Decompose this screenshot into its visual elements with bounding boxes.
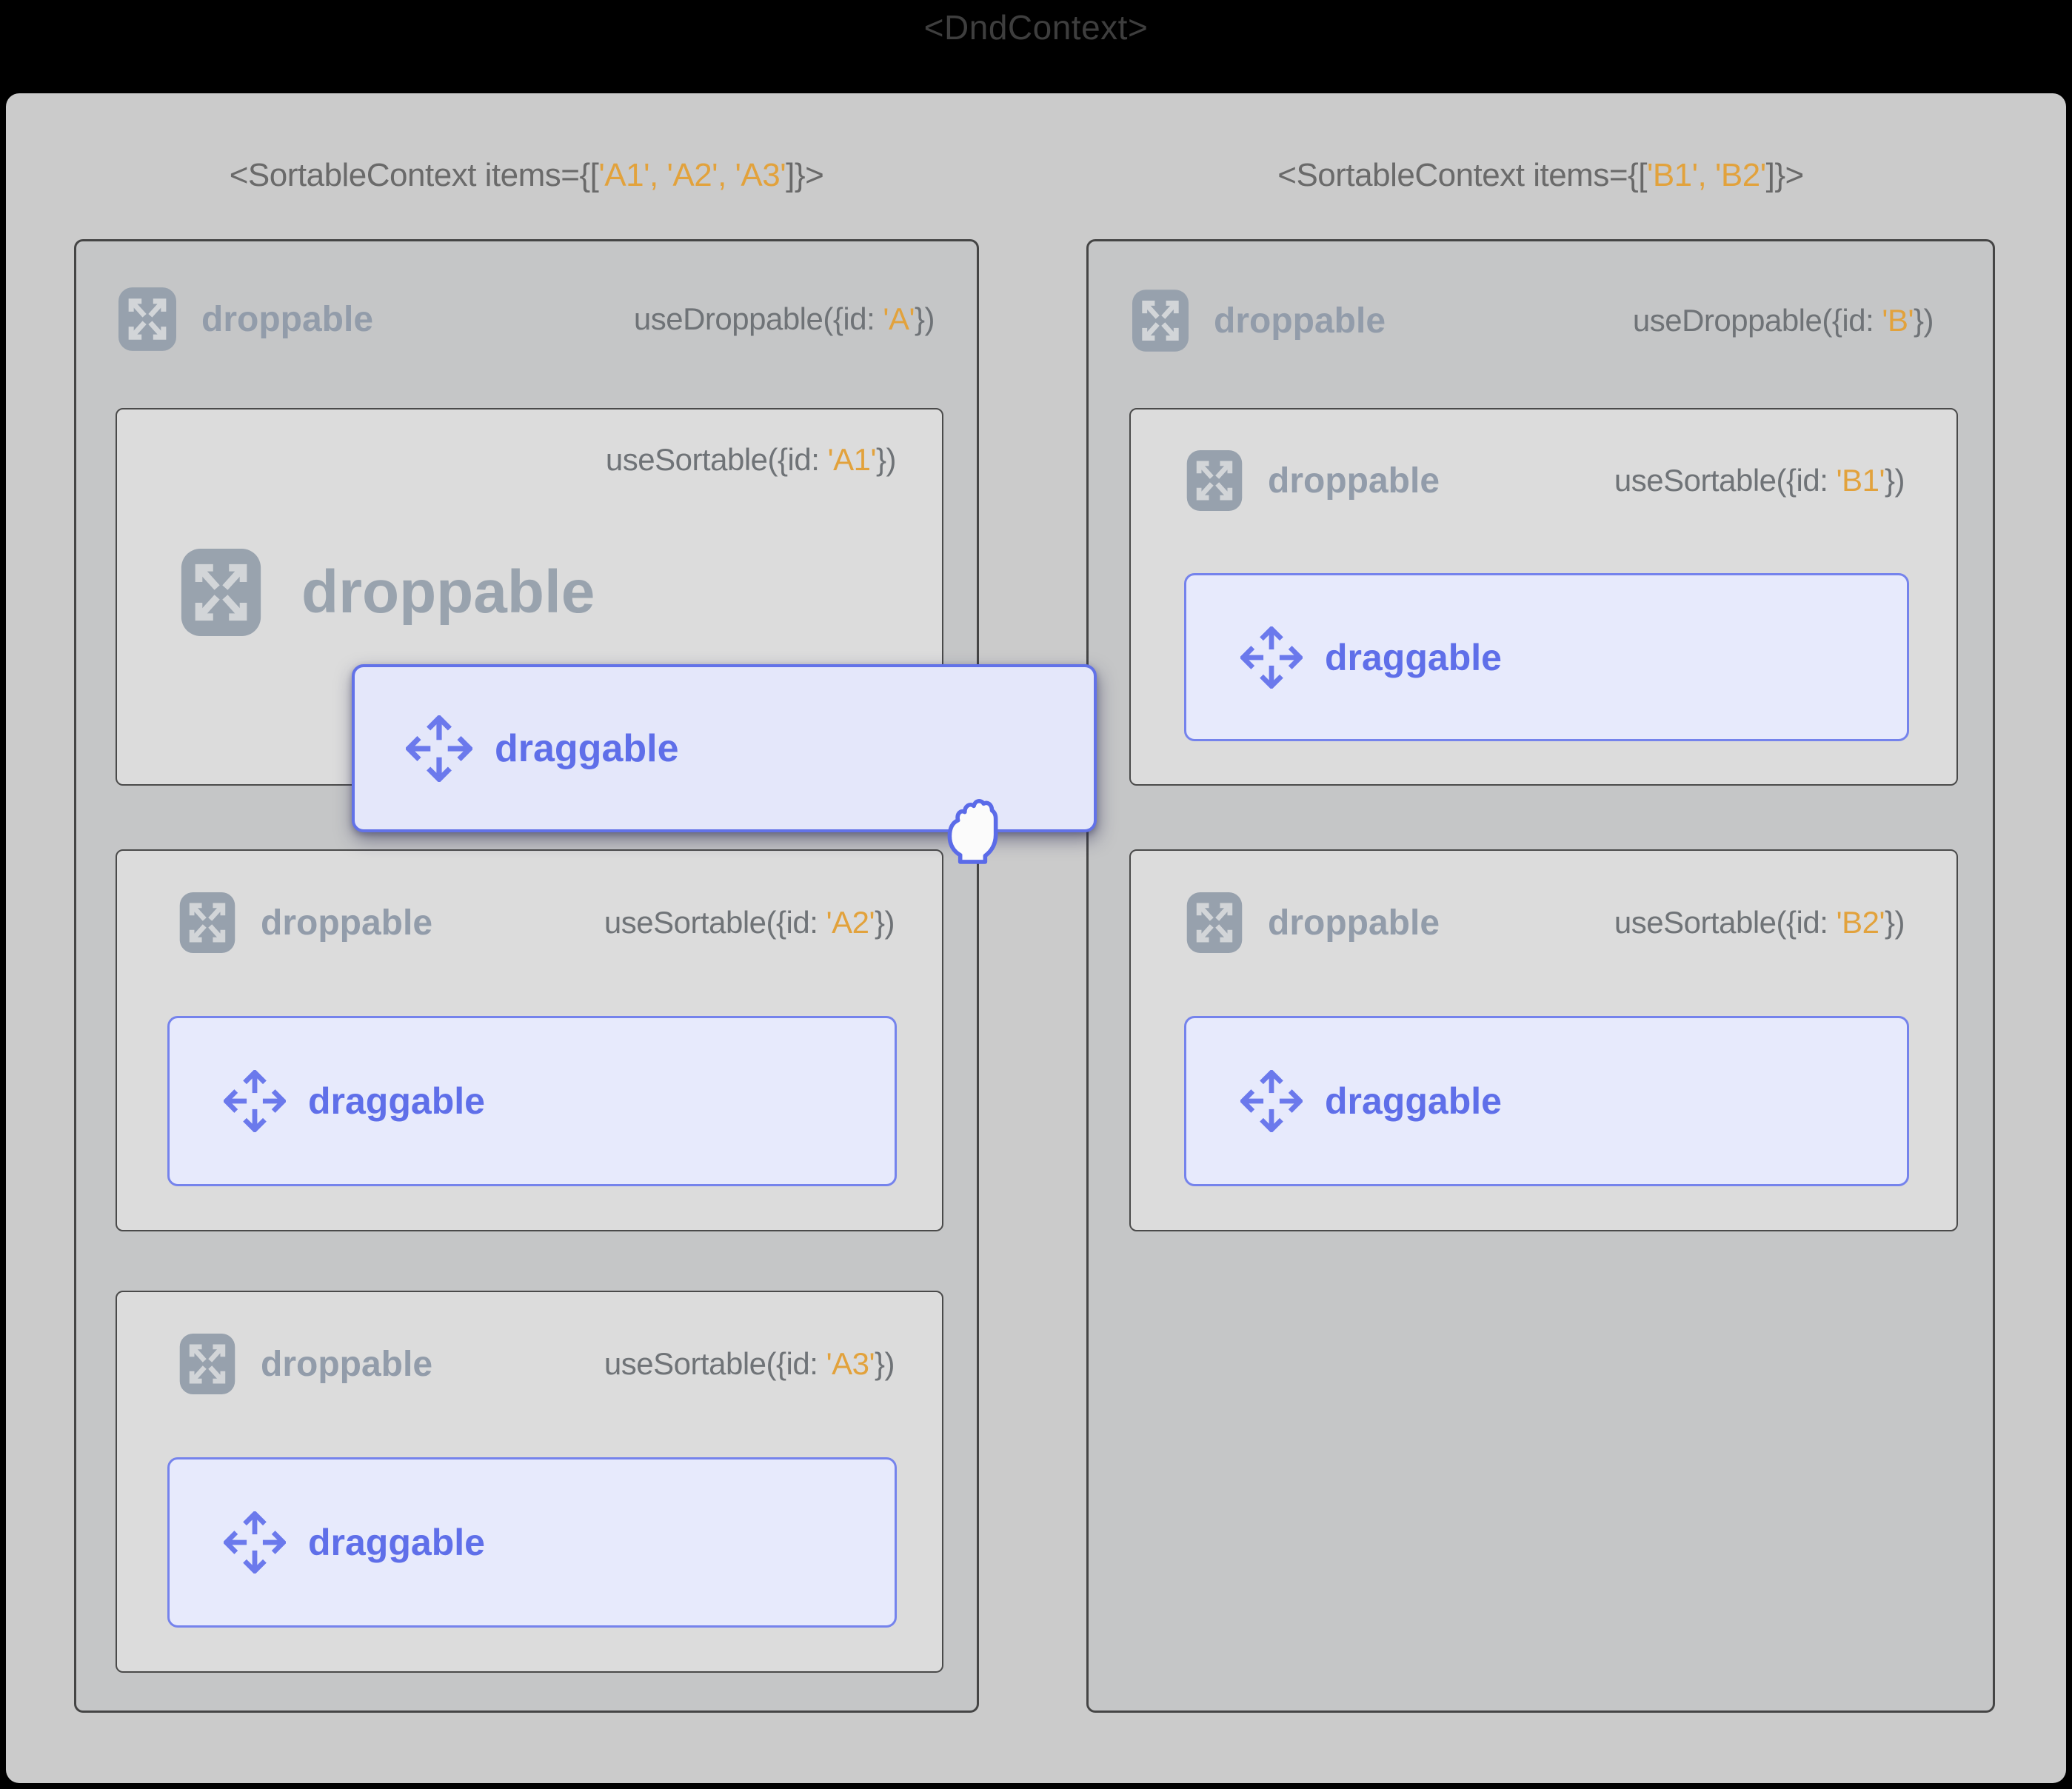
- code-text: ]}>: [786, 157, 824, 193]
- use-sortable-hook-b1: useSortable({id: 'B1'}): [1614, 463, 1905, 498]
- draggable-b1[interactable]: draggable: [1184, 573, 1909, 741]
- draggable-a2[interactable]: draggable: [167, 1016, 897, 1186]
- droppable-label-large: droppable: [301, 558, 595, 626]
- droppable-expand-icon: [179, 1334, 235, 1394]
- use-sortable-hook-a3: useSortable({id: 'A3'}): [604, 1346, 895, 1381]
- draggable-label: draggable: [1325, 636, 1502, 678]
- dnd-context-title: <DndContext>: [923, 8, 1149, 47]
- droppable-a1-placeholder: droppable: [175, 549, 595, 636]
- droppable-expand-icon: [118, 287, 176, 351]
- droppable-expand-icon: [1186, 892, 1243, 953]
- move-arrows-icon: [1240, 626, 1303, 689]
- droppable-label: droppable: [261, 1344, 433, 1384]
- draggable-a3[interactable]: draggable: [167, 1457, 897, 1628]
- code-string: 'B1', 'B2': [1646, 157, 1766, 193]
- use-droppable-hook: useDroppable({id: 'B'}): [1632, 303, 1934, 338]
- grabbing-hand-cursor: [942, 792, 1003, 864]
- droppable-label: droppable: [1268, 461, 1440, 501]
- move-arrows-icon: [406, 715, 472, 782]
- sortable-b2-header: droppable useSortable({id: 'B2'}): [1186, 892, 1905, 953]
- droppable-b-header: droppable useDroppable({id: 'B'}): [1132, 289, 1934, 352]
- use-sortable-hook-a1: useSortable({id: 'A1'}): [605, 442, 897, 477]
- droppable-expand-icon: [1132, 289, 1189, 352]
- sortable-item-a3[interactable]: droppable useSortable({id: 'A3'}) dragga…: [116, 1291, 943, 1673]
- droppable-container-b: droppable useDroppable({id: 'B'}) droppa…: [1086, 239, 1995, 1713]
- code-text: <SortableContext items={[: [1277, 157, 1647, 193]
- draggable-label: draggable: [308, 1080, 485, 1122]
- droppable-label: droppable: [1268, 903, 1440, 943]
- sortable-b1-header: droppable useSortable({id: 'B1'}): [1186, 450, 1905, 511]
- droppable-label: droppable: [201, 299, 374, 339]
- sortable-context-a-header: <SortableContext items={['A1', 'A2', 'A3…: [74, 157, 979, 194]
- sortable-item-b1[interactable]: droppable useSortable({id: 'B1'}) dragga…: [1129, 408, 1958, 786]
- sortable-context-b-header: <SortableContext items={['B1', 'B2']}>: [1086, 157, 1995, 194]
- sortable-a3-header: droppable useSortable({id: 'A3'}): [179, 1334, 895, 1394]
- move-arrows-icon: [224, 1070, 286, 1132]
- draggable-label: draggable: [308, 1522, 485, 1563]
- droppable-container-a: droppable useDroppable({id: 'A'}) useSor…: [74, 239, 979, 1713]
- sortable-item-a2[interactable]: droppable useSortable({id: 'A2'}) dragga…: [116, 849, 943, 1231]
- droppable-label: droppable: [1214, 301, 1386, 341]
- droppable-expand-icon: [1186, 450, 1243, 511]
- move-arrows-icon: [1240, 1070, 1303, 1132]
- code-text: ]}>: [1765, 157, 1805, 193]
- droppable-expand-icon: [179, 892, 235, 953]
- drag-overlay[interactable]: draggable: [352, 664, 1097, 832]
- sortable-a2-header: droppable useSortable({id: 'A2'}): [179, 892, 895, 953]
- use-sortable-hook-b2: useSortable({id: 'B2'}): [1614, 905, 1905, 940]
- sortable-item-b2[interactable]: droppable useSortable({id: 'B2'}) dragga…: [1129, 849, 1958, 1231]
- droppable-label: droppable: [261, 903, 433, 943]
- use-droppable-hook: useDroppable({id: 'A'}): [633, 301, 935, 336]
- dnd-context-canvas: <SortableContext items={['A1', 'A2', 'A3…: [6, 93, 2066, 1783]
- droppable-a-header: droppable useDroppable({id: 'A'}): [118, 287, 935, 351]
- droppable-expand-icon-large: [175, 549, 267, 636]
- draggable-label: draggable: [1325, 1080, 1502, 1122]
- move-arrows-icon: [224, 1511, 286, 1574]
- draggable-b2[interactable]: draggable: [1184, 1016, 1909, 1186]
- code-string: 'A1', 'A2', 'A3': [598, 157, 786, 193]
- draggable-label: draggable: [495, 726, 679, 770]
- code-text: <SortableContext items={[: [229, 157, 599, 193]
- use-sortable-hook-a2: useSortable({id: 'A2'}): [604, 905, 895, 940]
